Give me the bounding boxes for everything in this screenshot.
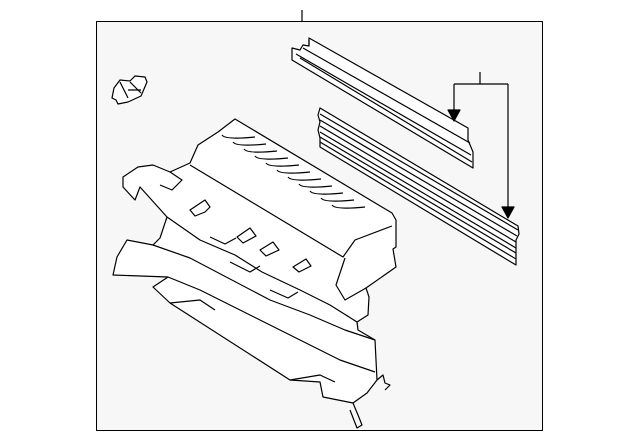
air-deflector-assembly [112, 118, 397, 429]
vent-grooves [221, 134, 366, 209]
seal-callout-arrows [447, 72, 515, 219]
lower-seal-strip [317, 107, 520, 266]
arrow-head-lower [501, 206, 515, 219]
arrow-head-upper [447, 109, 461, 122]
clip-part [111, 75, 148, 105]
upper-seal-strip [291, 37, 474, 169]
